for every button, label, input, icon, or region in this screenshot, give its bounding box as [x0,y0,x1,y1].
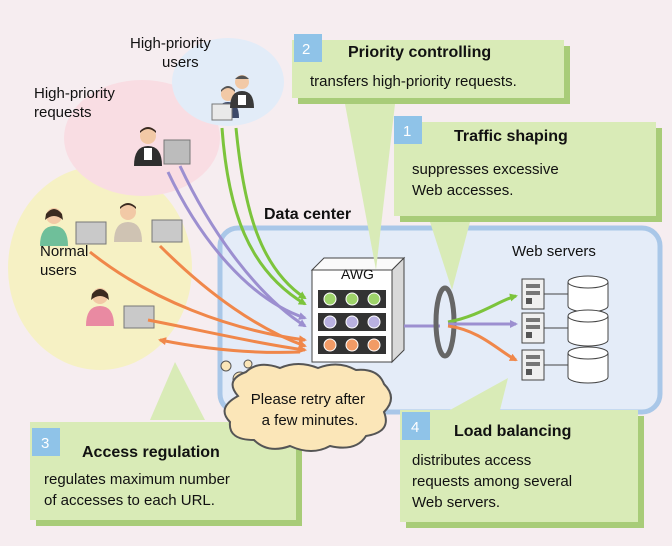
normal-users-label: Normal users [40,243,93,279]
database-cylinder-icon [567,275,609,313]
callout-number: 4 [411,419,419,436]
person-at-computer-icon [114,203,183,243]
callout-pointer [345,104,395,270]
awg-label: AWG [341,266,374,282]
callout-body: suppresses excessive Web accesses. [412,161,563,199]
output-flow-arrow [447,293,518,324]
database-cylinder-icon [567,309,609,347]
rejected-flow-arrow [158,337,301,354]
normal-flow-arrow [147,318,307,354]
callout-number-badge [394,116,422,144]
callout-traffic-shaping: 1 Traffic shaping suppresses excessive W… [394,116,662,222]
server-tower-icon [521,312,545,344]
high-priority-users-label: High-priority users [130,35,215,71]
normal-flow-arrow [158,244,307,348]
callout-number: 1 [403,123,411,140]
request-flow-arrow [178,165,307,328]
callout-number: 2 [302,41,310,58]
callout-load-balancing: 4 Load balancing distributes access requ… [400,410,644,528]
output-flow-arrow [447,324,518,362]
person-at-computer-icon [134,127,191,166]
retry-message-bubble: Please retry after a few minutes. [220,359,392,452]
callout-body: transfers high-priority requests. [310,73,517,90]
callout-title: Traffic shaping [454,128,568,145]
server-tower-icon [521,278,545,310]
callout-number-badge [32,428,60,456]
retry-message-text: Please retry after a few minutes. [251,391,369,429]
callout-pointer [430,222,470,290]
high-priority-requests-label: High-priority requests [34,85,119,121]
person-at-computer-icon [86,288,155,329]
person-at-computer-icon [40,208,107,246]
priority-flow-arrow [220,127,307,306]
server-tower-icon [521,349,545,381]
data-center-label: Data center [264,206,351,223]
database-cylinder-icon [567,346,609,384]
callout-title: Load balancing [454,423,571,440]
callout-body: distributes access requests among severa… [412,452,576,511]
callout-number-badge [402,412,430,440]
callout-title: Access regulation [82,444,220,461]
callout-title: Priority controlling [348,44,491,61]
callout-priority-controlling: 2 Priority controlling transfers high-pr… [292,34,570,104]
high-priority-users-area [172,38,284,126]
callout-number: 3 [41,435,49,452]
awg-appliance: AWG [310,256,406,364]
callout-pointer [150,362,205,420]
web-servers-label: Web servers [512,243,596,260]
person-at-computer-icon [230,75,254,108]
callout-number-badge [294,34,322,62]
callout-body: regulates maximum number of accesses to … [44,471,234,509]
priority-flow-arrow [234,127,307,300]
callout-pointer [450,378,508,410]
